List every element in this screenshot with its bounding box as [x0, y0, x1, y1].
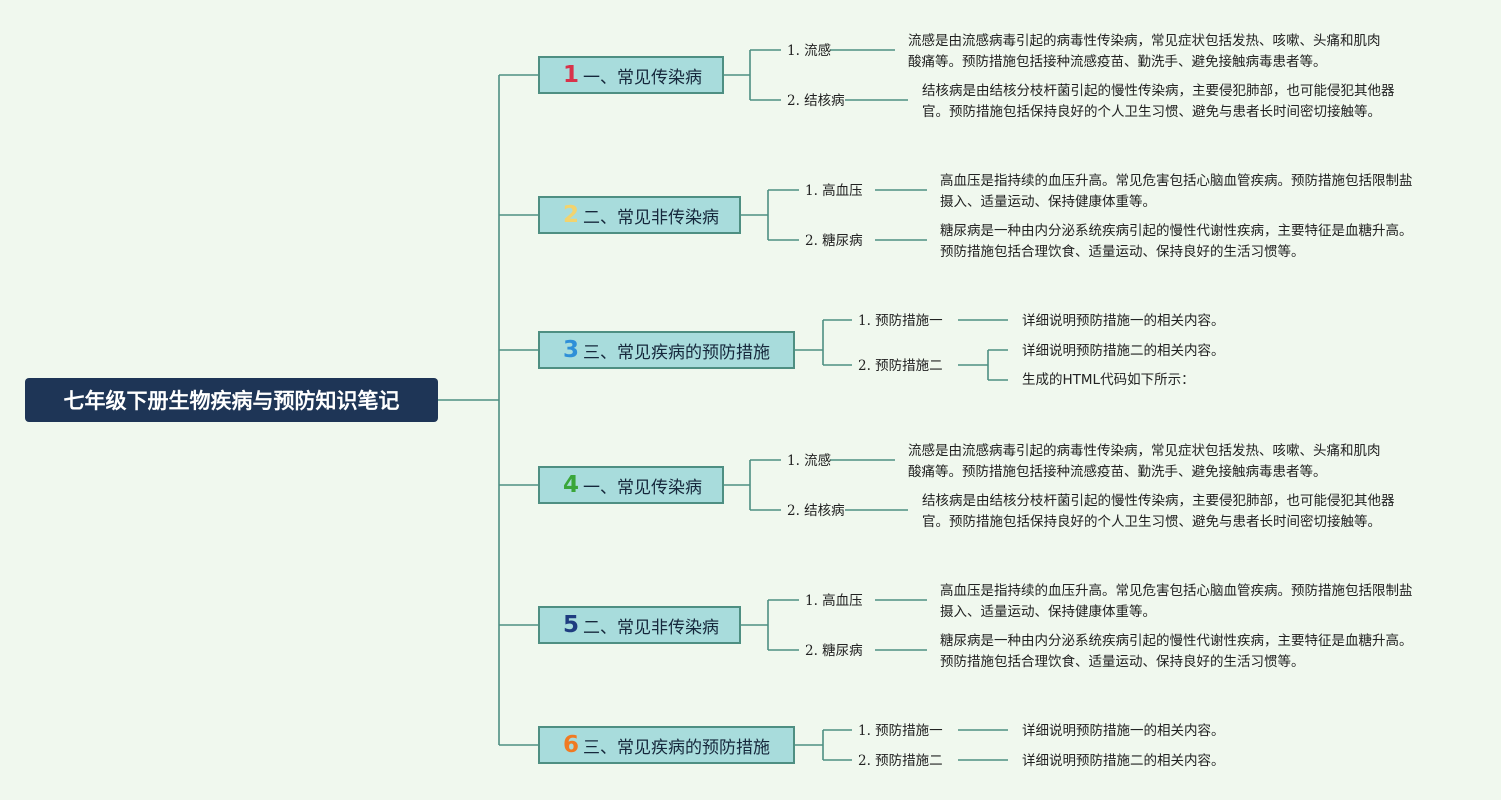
branch-label: 二、常见非传染病	[583, 207, 719, 228]
branch-number: 2	[562, 202, 579, 228]
detail-text: 详细说明预防措施一的相关内容。	[1022, 721, 1225, 742]
branch-number: 1	[562, 62, 579, 88]
detail-text: 详细说明预防措施一的相关内容。	[1022, 311, 1225, 332]
detail-text: 高血压是指持续的血压升高。常见危害包括心脑血管疾病。预防措施包括限制盐 摄入、适…	[940, 581, 1413, 623]
sub-item[interactable]: 1. 高血压	[805, 593, 863, 609]
sub-item[interactable]: 1. 高血压	[805, 183, 863, 199]
detail-line: 详细说明预防措施二的相关内容。	[1022, 753, 1225, 769]
detail-line: 流感是由流感病毒引起的病毒性传染病，常见症状包括发热、咳嗽、头痛和肌肉	[908, 443, 1381, 459]
detail-text: 糖尿病是一种由内分泌系统疾病引起的慢性代谢性疾病，主要特征是血糖升高。 预防措施…	[940, 221, 1413, 263]
detail-line: 生成的HTML代码如下所示：	[1022, 372, 1195, 388]
sub-item[interactable]: 2. 糖尿病	[805, 643, 863, 659]
detail-line: 高血压是指持续的血压升高。常见危害包括心脑血管疾病。预防措施包括限制盐	[940, 583, 1413, 599]
sub-item[interactable]: 2. 预防措施二	[858, 753, 943, 769]
detail-text: 生成的HTML代码如下所示：	[1022, 370, 1195, 391]
detail-line: 糖尿病是一种由内分泌系统疾病引起的慢性代谢性疾病，主要特征是血糖升高。	[940, 223, 1413, 239]
branch-label: 一、常见传染病	[583, 67, 702, 88]
detail-text: 糖尿病是一种由内分泌系统疾病引起的慢性代谢性疾病，主要特征是血糖升高。 预防措施…	[940, 631, 1413, 673]
detail-line: 流感是由流感病毒引起的病毒性传染病，常见症状包括发热、咳嗽、头痛和肌肉	[908, 33, 1381, 49]
sub-item[interactable]: 2. 结核病	[787, 93, 845, 109]
sub-item[interactable]: 1. 流感	[787, 43, 832, 59]
detail-line: 官。预防措施包括保持良好的个人卫生习惯、避免与患者长时间密切接触等。	[922, 514, 1381, 530]
detail-line: 摄入、适量运动、保持健康体重等。	[940, 194, 1156, 210]
detail-line: 高血压是指持续的血压升高。常见危害包括心脑血管疾病。预防措施包括限制盐	[940, 173, 1413, 189]
branch-label: 一、常见传染病	[583, 477, 702, 498]
detail-line: 详细说明预防措施一的相关内容。	[1022, 723, 1225, 739]
branch-number: 4	[562, 472, 579, 498]
detail-text: 高血压是指持续的血压升高。常见危害包括心脑血管疾病。预防措施包括限制盐 摄入、适…	[940, 171, 1413, 213]
branch-number: 3	[562, 337, 579, 363]
branch-label: 三、常见疾病的预防措施	[583, 737, 770, 758]
detail-line: 官。预防措施包括保持良好的个人卫生习惯、避免与患者长时间密切接触等。	[922, 104, 1381, 120]
detail-line: 详细说明预防措施二的相关内容。	[1022, 343, 1225, 359]
branch-number: 5	[562, 612, 579, 638]
branch-5[interactable]: 5 二、常见非传染病	[538, 606, 741, 644]
sub-item[interactable]: 2. 结核病	[787, 503, 845, 519]
sub-item[interactable]: 1. 预防措施一	[858, 723, 943, 739]
sub-item[interactable]: 1. 预防措施一	[858, 313, 943, 329]
detail-text: 结核病是由结核分枝杆菌引起的慢性传染病，主要侵犯肺部，也可能侵犯其他器 官。预防…	[922, 491, 1395, 533]
branch-3[interactable]: 3 三、常见疾病的预防措施	[538, 331, 795, 369]
sub-item[interactable]: 2. 预防措施二	[858, 358, 943, 374]
branch-label: 二、常见非传染病	[583, 617, 719, 638]
detail-text: 流感是由流感病毒引起的病毒性传染病，常见症状包括发热、咳嗽、头痛和肌肉 酸痛等。…	[908, 31, 1381, 73]
detail-line: 酸痛等。预防措施包括接种流感疫苗、勤洗手、避免接触病毒患者等。	[908, 54, 1327, 70]
detail-text: 流感是由流感病毒引起的病毒性传染病，常见症状包括发热、咳嗽、头痛和肌肉 酸痛等。…	[908, 441, 1381, 483]
detail-line: 预防措施包括合理饮食、适量运动、保持良好的生活习惯等。	[940, 244, 1305, 260]
detail-line: 酸痛等。预防措施包括接种流感疫苗、勤洗手、避免接触病毒患者等。	[908, 464, 1327, 480]
branch-6[interactable]: 6 三、常见疾病的预防措施	[538, 726, 795, 764]
sub-item[interactable]: 1. 流感	[787, 453, 832, 469]
sub-item[interactable]: 2. 糖尿病	[805, 233, 863, 249]
branch-number: 6	[562, 732, 579, 758]
branch-1[interactable]: 1 一、常见传染病	[538, 56, 724, 94]
detail-text: 详细说明预防措施二的相关内容。	[1022, 341, 1225, 362]
detail-line: 糖尿病是一种由内分泌系统疾病引起的慢性代谢性疾病，主要特征是血糖升高。	[940, 633, 1413, 649]
detail-line: 预防措施包括合理饮食、适量运动、保持良好的生活习惯等。	[940, 654, 1305, 670]
detail-line: 结核病是由结核分枝杆菌引起的慢性传染病，主要侵犯肺部，也可能侵犯其他器	[922, 83, 1395, 99]
detail-line: 结核病是由结核分枝杆菌引起的慢性传染病，主要侵犯肺部，也可能侵犯其他器	[922, 493, 1395, 509]
detail-line: 摄入、适量运动、保持健康体重等。	[940, 604, 1156, 620]
detail-line: 详细说明预防措施一的相关内容。	[1022, 313, 1225, 329]
detail-text: 结核病是由结核分枝杆菌引起的慢性传染病，主要侵犯肺部，也可能侵犯其他器 官。预防…	[922, 81, 1395, 123]
detail-text: 详细说明预防措施二的相关内容。	[1022, 751, 1225, 772]
branch-4[interactable]: 4 一、常见传染病	[538, 466, 724, 504]
branch-label: 三、常见疾病的预防措施	[583, 342, 770, 363]
branch-2[interactable]: 2 二、常见非传染病	[538, 196, 741, 234]
root-title[interactable]: 七年级下册生物疾病与预防知识笔记	[25, 378, 438, 422]
